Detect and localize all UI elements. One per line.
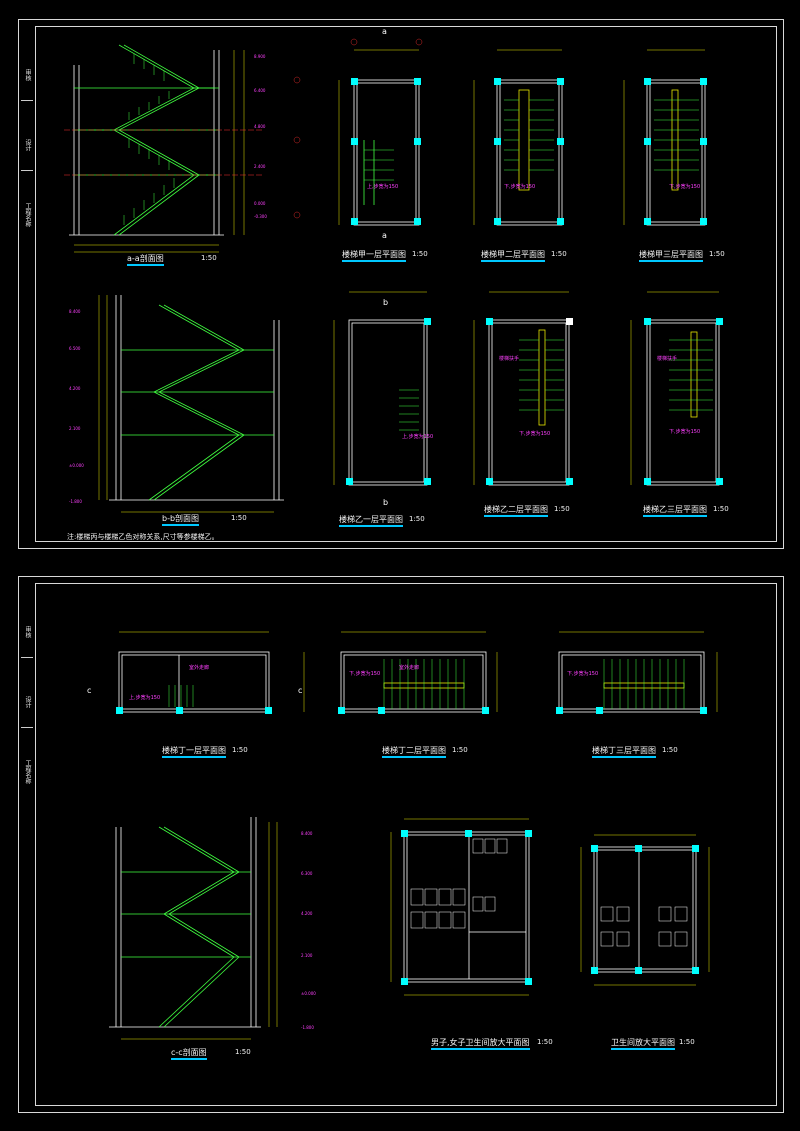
stair-d-2f-plan <box>338 631 498 714</box>
caption-toilet: 卫生间放大平面图 <box>611 1037 675 1050</box>
section-cc-elevations: 8.400 6.300 4.200 2.100 ±0.000 -1.800 <box>301 831 316 1030</box>
corridor-label: 室外走廊 <box>399 664 419 671</box>
section-mark: c <box>87 686 91 695</box>
title-block-cell: 审核 <box>21 607 33 658</box>
elevation-label: 2.100 <box>69 426 81 431</box>
section-aa-elevations: 8.900 6.400 4.800 2.400 0.000 -0.300 <box>254 54 267 219</box>
section-mark: b <box>383 498 388 507</box>
stair-a-2f-plan <box>473 49 564 226</box>
elevation-label: 8.400 <box>301 831 313 836</box>
scale-label: 1:50 <box>235 1048 251 1056</box>
section-bb-drawing <box>98 295 284 513</box>
caption-stair-a-3f: 楼梯甲三层平面图 <box>639 249 703 262</box>
elevation-label: 8.400 <box>69 309 81 314</box>
stair-direction-label: 上,步宽为150 <box>367 183 398 190</box>
elevation-label: -1.800 <box>301 1025 314 1030</box>
stair-direction-label: 下,步宽为150 <box>567 670 598 677</box>
elevation-label: 4.200 <box>69 386 81 391</box>
toilet-mf-plan <box>390 818 532 996</box>
elevation-label: 6.400 <box>254 88 266 93</box>
caption-stair-d-3f: 楼梯丁三层平面图 <box>592 745 656 758</box>
stair-a-3f-plan <box>623 49 707 226</box>
caption-stair-a-1f: 楼梯甲一层平面图 <box>342 249 406 262</box>
elevation-label: 6.500 <box>69 346 81 351</box>
caption-stair-b-1f: 楼梯乙一层平面图 <box>339 514 403 527</box>
section-cc-drawing <box>109 817 278 1040</box>
caption-stair-a-2f: 楼梯甲二层平面图 <box>481 249 545 262</box>
title-block-cell: 工程名称 <box>24 203 31 227</box>
scale-label: 1:50 <box>679 1038 695 1046</box>
stair-direction-label: 下,步宽为150 <box>669 183 700 190</box>
title-block: 审核 设计 工程名称 <box>19 577 35 1112</box>
elevation-label: 0.000 <box>254 201 266 206</box>
title-block-cell: 审核 <box>21 50 33 101</box>
drawing-frame <box>35 583 777 1106</box>
stair-b-3f-plan <box>630 291 723 486</box>
drawing-frame <box>35 26 777 542</box>
section-marks: c c <box>87 686 302 695</box>
stair-direction-label: 下,步宽为150 <box>669 428 700 435</box>
scale-label: 1:50 <box>412 250 428 258</box>
section-aa-drawing <box>64 44 264 253</box>
section-bb-elevations: 8.400 6.500 4.200 2.100 ±0.000 -1.800 <box>69 309 84 504</box>
caption-section-aa: a-a剖面图 <box>127 253 164 266</box>
elevation-label: ±0.000 <box>301 991 316 996</box>
handrail-label: 楼梯扶手 <box>499 355 519 362</box>
elevation-label: 2.100 <box>301 953 313 958</box>
elevation-label: 4.800 <box>254 124 266 129</box>
stair-d-3f-plan <box>556 631 718 714</box>
drawing-sheet-2: 审核 设计 工程名称 室外走廊 上,步宽为150 室外走廊 下,步宽为 <box>18 576 784 1113</box>
elevation-label: -0.300 <box>254 214 267 219</box>
caption-stair-b-3f: 楼梯乙三层平面图 <box>643 504 707 517</box>
scale-label: 1:50 <box>231 514 247 522</box>
elevation-label: 8.900 <box>254 54 266 59</box>
stair-b-2f-plan <box>473 291 573 486</box>
caption-stair-b-2f: 楼梯乙二层平面图 <box>484 504 548 517</box>
title-block-cell: 设计 <box>21 120 33 171</box>
scale-label: 1:50 <box>409 515 425 523</box>
scale-label: 1:50 <box>551 250 567 258</box>
title-block-cell: 设计 <box>21 677 33 728</box>
elevation-label: 2.400 <box>254 164 266 169</box>
elevation-label: -1.800 <box>69 499 82 504</box>
scale-label: 1:50 <box>452 746 468 754</box>
caption-section-cc: c-c剖面图 <box>171 1047 207 1060</box>
caption-toilet-mf: 男子,女子卫生间放大平面图 <box>431 1037 530 1050</box>
stair-a-1f-plan <box>293 38 423 226</box>
elevation-label: 4.200 <box>301 911 313 916</box>
corridor-label: 室外走廊 <box>189 664 209 671</box>
stair-b-1f-plan <box>333 291 431 486</box>
sheet1-drawings: 8.900 6.400 4.800 2.400 0.000 -0.300 上,步… <box>64 27 723 513</box>
caption-stair-d-1f: 楼梯丁一层平面图 <box>162 745 226 758</box>
drawing-sheet-1: 审核 设计 工程名称 <box>18 19 784 549</box>
section-mark: a <box>382 231 387 240</box>
scale-label: 1:50 <box>201 254 217 262</box>
scale-label: 1:50 <box>709 250 725 258</box>
scale-label: 1:50 <box>232 746 248 754</box>
section-mark: c <box>298 686 302 695</box>
section-mark: a <box>382 27 387 36</box>
toilet-plan <box>580 834 710 986</box>
scale-label: 1:50 <box>662 746 678 754</box>
stair-direction-label: 下,步宽为150 <box>504 183 535 190</box>
scale-label: 1:50 <box>713 505 729 513</box>
drawing-note: 注:楼梯丙与楼梯乙色对称关系,尺寸等参楼梯乙。 <box>67 533 219 541</box>
title-block: 审核 设计 工程名称 <box>19 20 35 548</box>
scale-label: 1:50 <box>537 1038 553 1046</box>
caption-stair-d-2f: 楼梯丁二层平面图 <box>382 745 446 758</box>
handrail-label: 楼梯扶手 <box>657 355 677 362</box>
scale-label: 1:50 <box>554 505 570 513</box>
section-marks: a a b b <box>382 27 388 507</box>
elevation-label: ±0.000 <box>69 463 84 468</box>
caption-section-bb: b-b剖面图 <box>162 513 200 526</box>
stair-direction-label: 下,步宽为150 <box>519 430 550 437</box>
stair-d-1f-plan <box>116 631 305 714</box>
section-mark: b <box>383 298 388 307</box>
title-block-cell: 工程名称 <box>24 760 31 784</box>
stair-direction-label: 下,步宽为150 <box>349 670 380 677</box>
stair-direction-label: 上,步宽为150 <box>129 694 160 701</box>
stair-direction-label: 上,步宽为150 <box>402 433 433 440</box>
sheet2-drawings: 室外走廊 上,步宽为150 室外走廊 下,步宽为150 下,步宽为150 <box>87 631 718 1040</box>
elevation-label: 6.300 <box>301 871 313 876</box>
